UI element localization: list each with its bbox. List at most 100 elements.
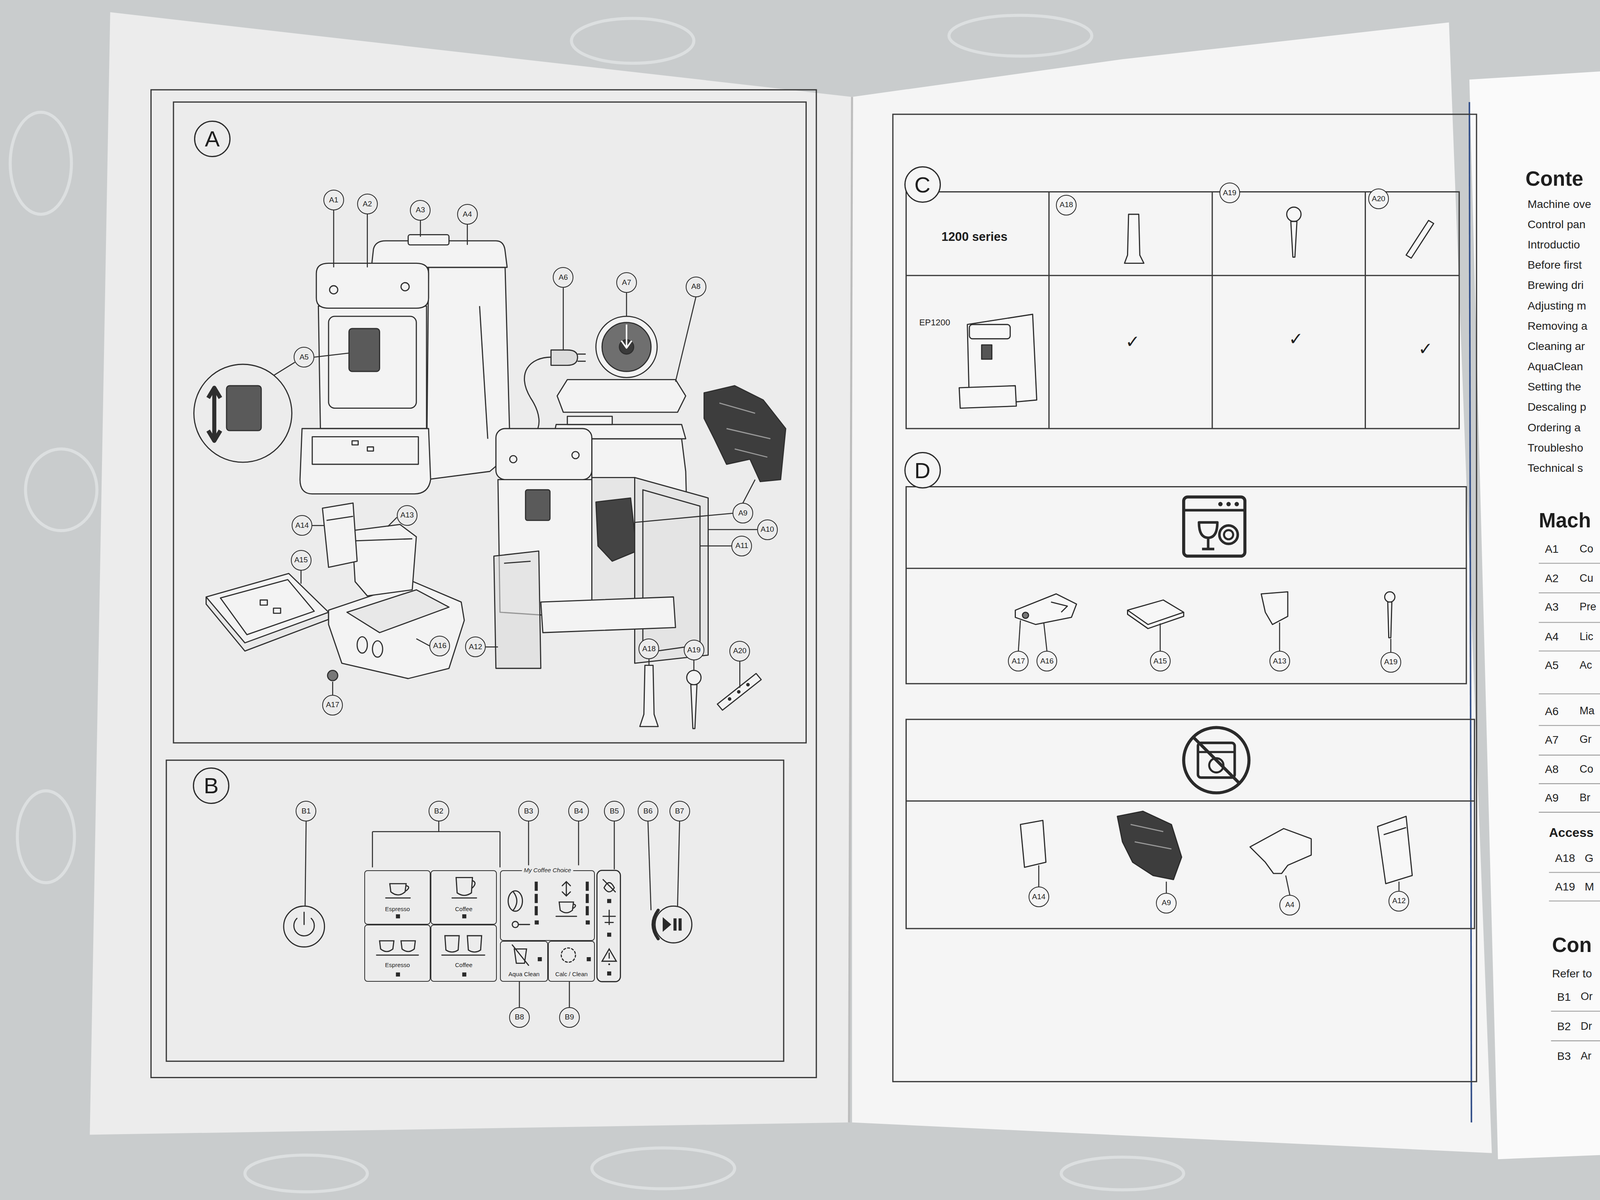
- leader-lines: [742, 479, 756, 504]
- tablecloth: [571, 18, 695, 64]
- control-panel-symbols: [601, 948, 617, 962]
- callout-circle: A17: [322, 694, 343, 716]
- callout-number: B6: [643, 807, 653, 816]
- manual-pages: [1469, 101, 1472, 1123]
- leader-lines: [372, 821, 500, 868]
- contents-text: B3: [1557, 1050, 1572, 1063]
- check-mark: ✓: [1288, 329, 1304, 349]
- coffee-machine-drawing: [737, 690, 741, 693]
- button-label: Calc / Clean: [555, 971, 588, 978]
- callout-number: B3: [523, 807, 533, 816]
- callout-number: A3: [415, 205, 425, 215]
- control-panel-symbols: [607, 898, 612, 903]
- callout-circle: B5: [603, 800, 625, 822]
- panel-frames: [166, 760, 784, 1062]
- right-page-drawings: [959, 385, 1017, 409]
- contents-page-rules: [1538, 650, 1600, 652]
- contents-text: A8: [1544, 763, 1559, 776]
- leader-lines: [1159, 623, 1161, 651]
- coffee-machine-drawing: [351, 524, 417, 597]
- contents-text: A9: [1544, 791, 1559, 804]
- control-panel-symbols: [608, 963, 611, 966]
- right-page-drawings: [1201, 537, 1215, 549]
- contents-text: Introductio: [1527, 238, 1580, 251]
- control-button: Calc / Clean: [548, 940, 595, 982]
- callout-circle: A14: [1028, 886, 1050, 908]
- contents-text: Dr: [1580, 1020, 1593, 1033]
- leader-lines: [677, 821, 680, 906]
- panel-frames: [173, 101, 806, 743]
- coffee-machine-drawing: [300, 428, 431, 495]
- right-page-drawings: [1387, 601, 1392, 638]
- control-panel-symbols: [559, 901, 574, 913]
- control-panel-symbols: [508, 890, 523, 912]
- callout-number: A9: [1161, 898, 1172, 908]
- check-mark: ✓: [1418, 339, 1433, 359]
- tablecloth: [17, 790, 75, 883]
- contents-page-rules: [1548, 872, 1600, 874]
- right-page-drawings: [1250, 828, 1312, 874]
- contents-text: A1: [1544, 542, 1559, 556]
- coffee-machine-drawing: [719, 403, 771, 458]
- coffee-machine-drawing: [551, 350, 578, 366]
- callout-number: A11: [735, 541, 749, 550]
- callout-circle: A3: [409, 200, 431, 221]
- right-page-drawings: [1377, 816, 1412, 884]
- callout-number: B5: [609, 807, 619, 816]
- right-page-drawings: [1124, 214, 1145, 264]
- callout-circle: B4: [568, 800, 589, 822]
- manual-pages: [851, 22, 1492, 1154]
- right-page-drawings: [1383, 827, 1407, 835]
- contents-text: A18: [1555, 851, 1575, 865]
- contents-page-rules: [1538, 811, 1600, 813]
- coffee-machine-drawing: [639, 665, 658, 727]
- callout-circle: A5: [293, 346, 315, 368]
- coffee-machine-drawing: [273, 608, 281, 614]
- leader-lines: [1038, 865, 1040, 887]
- control-panel-symbols: [303, 912, 305, 925]
- callout-circle: A10: [757, 519, 778, 541]
- coffee-machine-drawing: [208, 430, 221, 441]
- right-page-drawings: [1183, 496, 1245, 556]
- leader-lines: [613, 821, 616, 870]
- manual-pages: [89, 12, 852, 1135]
- callout-number: B4: [573, 807, 583, 816]
- contents-text: Pre: [1579, 601, 1597, 614]
- contents-text: Adjusting m: [1527, 299, 1587, 312]
- coffee-machine-drawing: [621, 324, 632, 349]
- contents-page-rules: [1538, 725, 1600, 726]
- right-page-drawings: [1022, 612, 1029, 619]
- contents-text: Ordering a: [1527, 421, 1581, 434]
- callout-number: A12: [1392, 896, 1406, 906]
- coffee-machine-drawing: [328, 316, 417, 408]
- control-panel-symbols: [283, 905, 325, 947]
- control-panel-symbols: [585, 894, 589, 904]
- control-panel-symbols: [405, 885, 409, 891]
- right-page-drawings: [969, 324, 1011, 339]
- leader-lines: [387, 517, 397, 527]
- callout-circle: A1: [323, 189, 345, 211]
- right-page-drawings: [1198, 751, 1235, 754]
- leader-lines: [626, 292, 628, 317]
- coffee-machine-drawing: [322, 503, 358, 568]
- contents-text: A4: [1544, 630, 1559, 643]
- control-panel-symbols: [603, 910, 616, 925]
- panel-letter: C: [914, 172, 931, 198]
- callout-number: A5: [299, 353, 309, 362]
- callout-number: A8: [691, 282, 701, 291]
- coffee-machine-drawing: [351, 440, 358, 445]
- tablecloth: [591, 1148, 735, 1189]
- contents-page-rules: [1538, 622, 1600, 624]
- contents-text: B1: [1557, 990, 1572, 1004]
- callout-circle: A12: [1388, 890, 1410, 912]
- leader-lines: [1285, 875, 1290, 895]
- callout-number: A19: [687, 646, 701, 655]
- leader-lines: [419, 220, 422, 237]
- callout-circle: A19: [1380, 651, 1402, 673]
- leader-lines: [562, 287, 564, 350]
- control-panel-symbols: [385, 897, 411, 899]
- contents-text: Lic: [1579, 630, 1594, 643]
